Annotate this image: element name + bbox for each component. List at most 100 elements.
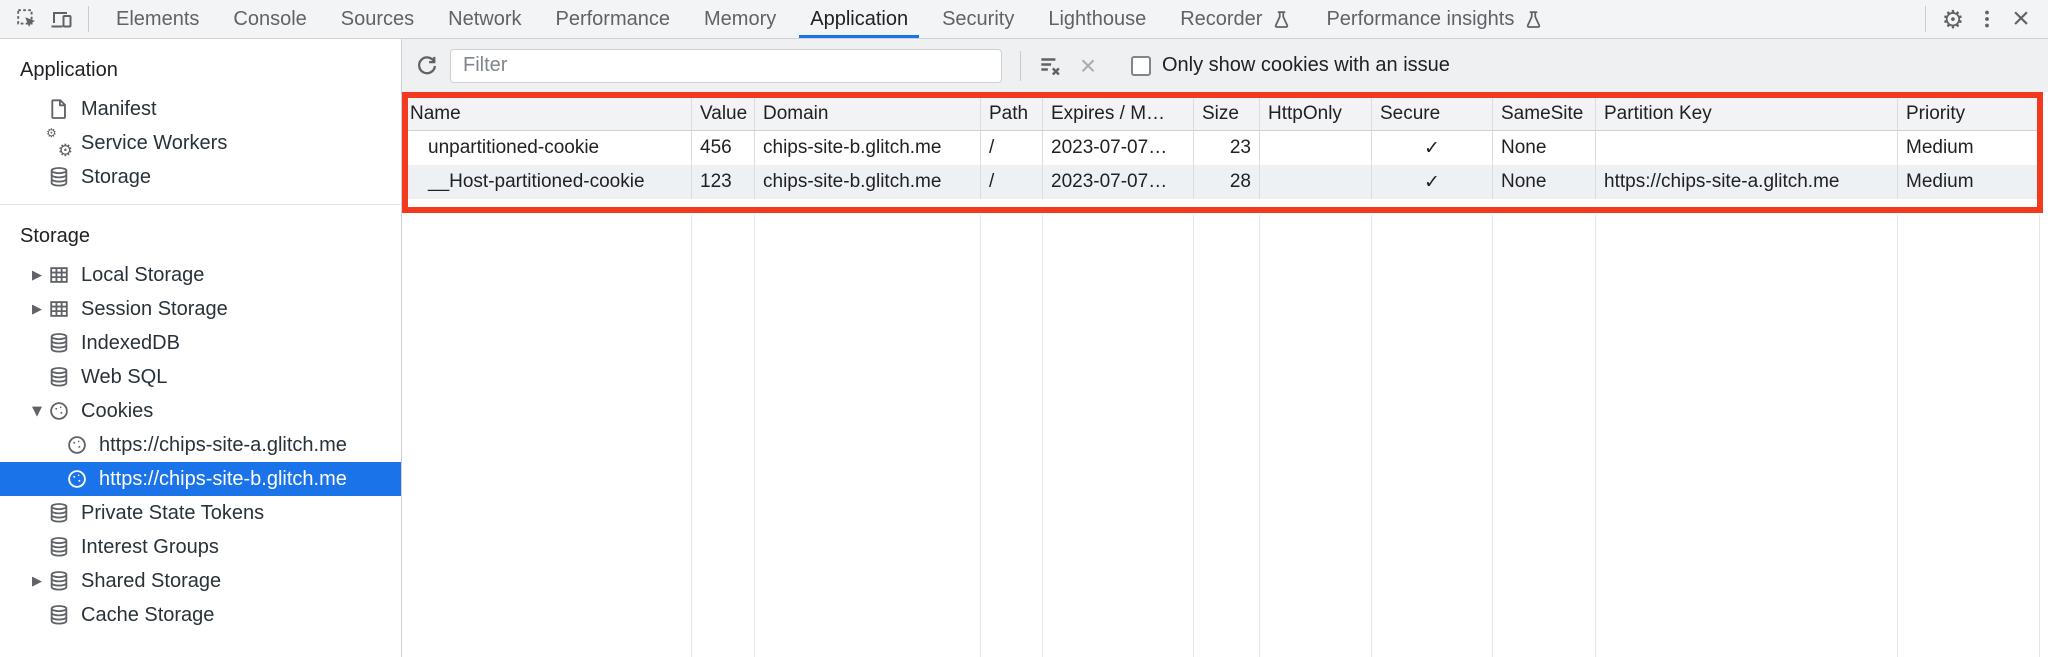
column-header-path[interactable]: Path	[981, 98, 1043, 130]
sidebar-item-service-workers[interactable]: ⚙⚙Service Workers	[0, 126, 401, 161]
cookie-table-empty-area	[402, 215, 2040, 657]
cookies-panel: × Only show cookies with an issue NameVa…	[402, 39, 2048, 657]
column-header-value[interactable]: Value	[692, 98, 755, 130]
cell-priority[interactable]: Medium	[1898, 131, 2040, 165]
cell-path[interactable]: /	[981, 131, 1043, 165]
cell-path[interactable]: /	[981, 165, 1043, 199]
device-toolbar-button[interactable]	[44, 2, 78, 36]
refresh-button[interactable]	[410, 49, 444, 83]
cell-domain[interactable]: chips-site-b.glitch.me	[755, 131, 981, 165]
tab-security[interactable]: Security	[925, 0, 1031, 38]
sidebar-item-web-sql[interactable]: Web SQL	[0, 360, 401, 394]
sidebar-item-label: IndexedDB	[81, 331, 180, 354]
sidebar-item-local-storage[interactable]: ▶Local Storage	[0, 258, 401, 292]
delete-selected-button[interactable]: ×	[1071, 49, 1105, 83]
cell-partition-key[interactable]: https://chips-site-a.glitch.me	[1596, 165, 1898, 199]
tabbar-right-divider	[1925, 6, 1926, 32]
table-icon	[48, 264, 70, 286]
sidebar-item-indexeddb[interactable]: IndexedDB	[0, 326, 401, 360]
tab-recorder[interactable]: Recorder	[1163, 0, 1309, 38]
chevron-collapsed-icon[interactable]: ▶	[32, 267, 42, 283]
column-header-domain[interactable]: Domain	[755, 98, 981, 130]
tab-performance-insights[interactable]: Performance insights	[1309, 0, 1561, 38]
sidebar-item-https-chips-site-a-glitch-me[interactable]: https://chips-site-a.glitch.me	[0, 428, 401, 462]
tab-performance[interactable]: Performance	[539, 0, 688, 38]
clear-all-cookies-button[interactable]	[1033, 49, 1067, 83]
sidebar-item-shared-storage[interactable]: ▶Shared Storage	[0, 564, 401, 598]
sidebar-item-private-state-tokens[interactable]: Private State Tokens	[0, 496, 401, 530]
sidebar-item-https-chips-site-b-glitch-me[interactable]: https://chips-site-b.glitch.me	[0, 462, 401, 496]
cell-value[interactable]: 456	[692, 131, 755, 165]
cell-secure[interactable]: ✓	[1372, 131, 1493, 165]
only-show-issue-checkbox[interactable]	[1131, 55, 1151, 76]
tab-elements[interactable]: Elements	[99, 0, 216, 38]
column-header-priority[interactable]: Priority	[1898, 98, 2040, 130]
cell-expires-m-[interactable]: 2023-07-07…	[1043, 165, 1194, 199]
column-header-partition-key[interactable]: Partition Key	[1596, 98, 1898, 130]
cell-size[interactable]: 23	[1194, 131, 1260, 165]
empty-column-expires-m-	[1043, 215, 1194, 657]
sidebar-item-interest-groups[interactable]: Interest Groups	[0, 530, 401, 564]
cell-value[interactable]: 123	[692, 165, 755, 199]
database-icon	[48, 604, 70, 626]
column-header-name[interactable]: Name	[402, 98, 692, 130]
sidebar-item-session-storage[interactable]: ▶Session Storage	[0, 292, 401, 326]
column-header-samesite[interactable]: SameSite	[1493, 98, 1596, 130]
chevron-expanded-icon[interactable]: ▼	[32, 403, 42, 419]
sidebar-item-cache-storage[interactable]: Cache Storage	[0, 598, 401, 632]
tab-memory[interactable]: Memory	[687, 0, 793, 38]
chevron-collapsed-icon[interactable]: ▶	[32, 301, 42, 317]
cell-partition-key[interactable]	[1596, 131, 1898, 165]
sidebar-item-label: Web SQL	[81, 365, 168, 388]
tab-label: Memory	[704, 7, 777, 30]
cell-name[interactable]: unpartitioned-cookie	[402, 131, 692, 165]
column-header-size[interactable]: Size	[1194, 98, 1260, 130]
device-toolbar-icon	[49, 7, 73, 31]
cell-size[interactable]: 28	[1194, 165, 1260, 199]
cell-samesite[interactable]: None	[1493, 165, 1596, 199]
sidebar-item-manifest[interactable]: Manifest	[0, 92, 401, 126]
cell-secure[interactable]: ✓	[1372, 165, 1493, 199]
chevron-collapsed-icon[interactable]: ▶	[32, 573, 42, 589]
inspect-element-button[interactable]	[10, 2, 44, 36]
column-header-httponly[interactable]: HttpOnly	[1260, 98, 1372, 130]
cell-samesite[interactable]: None	[1493, 131, 1596, 165]
database-icon	[48, 502, 70, 524]
tab-network[interactable]: Network	[431, 0, 538, 38]
database-icon	[48, 536, 70, 558]
sidebar-item-label: Interest Groups	[81, 535, 219, 558]
tabbar-divider	[88, 6, 89, 32]
cookie-icon	[66, 468, 88, 490]
tab-sources[interactable]: Sources	[324, 0, 431, 38]
database-icon	[48, 166, 70, 188]
sidebar-item-label: https://chips-site-b.glitch.me	[99, 467, 347, 490]
cell-domain[interactable]: chips-site-b.glitch.me	[755, 165, 981, 199]
empty-column-domain	[755, 215, 981, 657]
tab-console[interactable]: Console	[216, 0, 323, 38]
close-devtools-button[interactable]: ×	[2004, 2, 2038, 36]
filter-input[interactable]	[450, 48, 1002, 83]
cell-name[interactable]: __Host-partitioned-cookie	[402, 165, 692, 199]
cell-httponly[interactable]	[1260, 131, 1372, 165]
refresh-icon	[414, 53, 440, 79]
service-workers-icon: ⚙⚙	[46, 126, 73, 161]
tab-application[interactable]: Application	[793, 0, 925, 38]
database-icon	[48, 570, 70, 592]
database-icon	[48, 332, 70, 354]
sidebar-item-storage[interactable]: Storage	[0, 160, 401, 194]
cell-priority[interactable]: Medium	[1898, 165, 2040, 199]
tab-lighthouse[interactable]: Lighthouse	[1031, 0, 1163, 38]
sidebar-item-label: Private State Tokens	[81, 501, 265, 524]
more-options-button[interactable]	[1970, 2, 2004, 36]
cell-expires-m-[interactable]: 2023-07-07…	[1043, 131, 1194, 165]
file-icon	[48, 98, 70, 120]
sidebar-item-cookies[interactable]: ▼Cookies	[0, 394, 401, 428]
cell-httponly[interactable]	[1260, 165, 1372, 199]
column-header-expires-m-[interactable]: Expires / M…	[1043, 98, 1194, 130]
settings-button[interactable]: ⚙	[1936, 2, 1970, 36]
column-header-secure[interactable]: Secure	[1372, 98, 1493, 130]
